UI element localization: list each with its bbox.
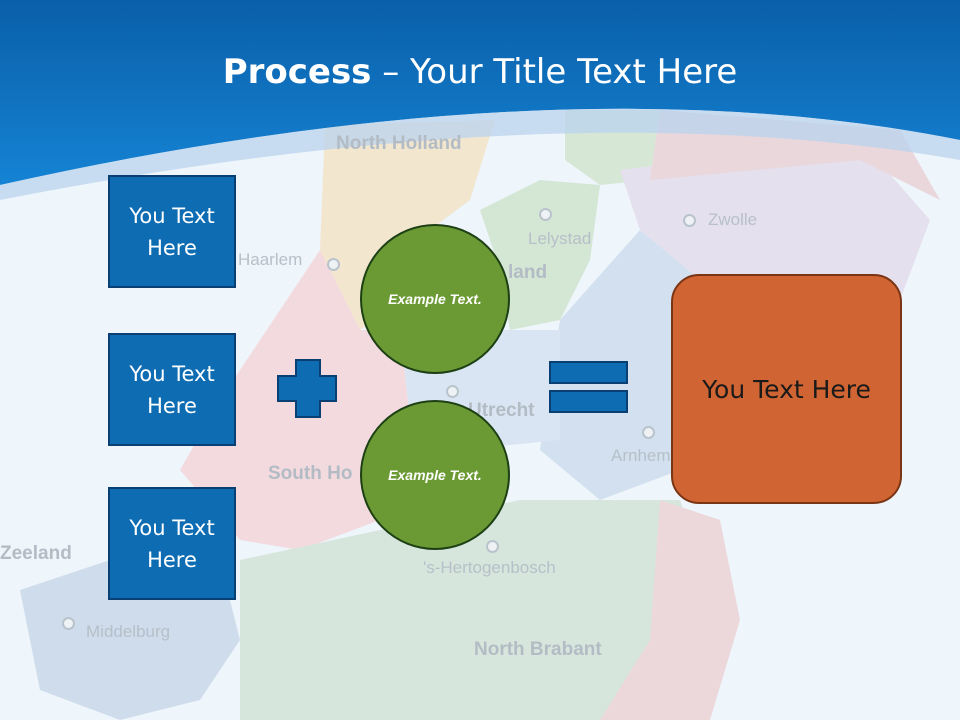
example-circle-1[interactable]: Example Text.: [360, 224, 510, 374]
title-rest: – Your Title Text Here: [371, 52, 738, 92]
map-label-arnhem: Arnhem: [611, 446, 671, 465]
input-box-3[interactable]: You Text Here: [108, 487, 236, 600]
haarlem-marker-icon: [327, 258, 340, 271]
map-label-utrecht: Utrecht: [468, 400, 535, 421]
equals-icon-bottom: [549, 390, 628, 413]
input-box-2[interactable]: You Text Here: [108, 333, 236, 446]
zeeland-region: [20, 560, 240, 720]
result-box-text: You Text Here: [702, 374, 871, 404]
lelystad-marker-icon: [539, 208, 552, 221]
map-label-lelystad: Lelystad: [528, 229, 592, 248]
middelburg-marker-icon: [62, 617, 75, 630]
example-circle-2[interactable]: Example Text.: [360, 400, 510, 550]
map-label-zwolle: Zwolle: [708, 210, 758, 229]
header-band: [0, 0, 960, 185]
map-label-zeeland: Zeeland: [0, 543, 72, 564]
map-label-north-brabant: North Brabant: [474, 639, 602, 660]
map-label-north-holland: North Holland: [336, 133, 462, 154]
input-box-1-text: You Text Here: [129, 203, 215, 260]
plus-icon: [277, 359, 337, 418]
example-circle-2-text: Example Text.: [388, 466, 482, 483]
slide-title: Process – Your Title Text Here: [0, 52, 960, 92]
arnhem-marker-icon: [642, 426, 655, 439]
overijssel-region: [620, 140, 930, 300]
map-label-hertogenbosch: 's-Hertogenbosch: [423, 558, 556, 577]
input-box-1[interactable]: You Text Here: [108, 175, 236, 288]
north-brabant-region: [240, 500, 720, 720]
hertogenbosch-marker-icon: [486, 540, 499, 553]
example-circle-1-text: Example Text.: [388, 290, 482, 307]
map-label-haarlem: Haarlem: [238, 250, 303, 269]
flevoland-region: [480, 180, 600, 330]
limburg-region: [600, 500, 740, 720]
input-box-2-text: You Text Here: [129, 361, 215, 418]
map-label-middelburg: Middelburg: [86, 622, 171, 641]
input-box-3-text: You Text Here: [129, 515, 215, 572]
result-box[interactable]: You Text Here: [671, 274, 902, 504]
map-label-flevoland: land: [508, 262, 548, 283]
title-bold: Process: [222, 52, 372, 92]
zwolle-marker-icon: [683, 214, 696, 227]
map-label-south-holland: South Ho: [268, 463, 353, 484]
utrecht-marker-icon: [446, 385, 459, 398]
equals-icon-top: [549, 361, 628, 384]
